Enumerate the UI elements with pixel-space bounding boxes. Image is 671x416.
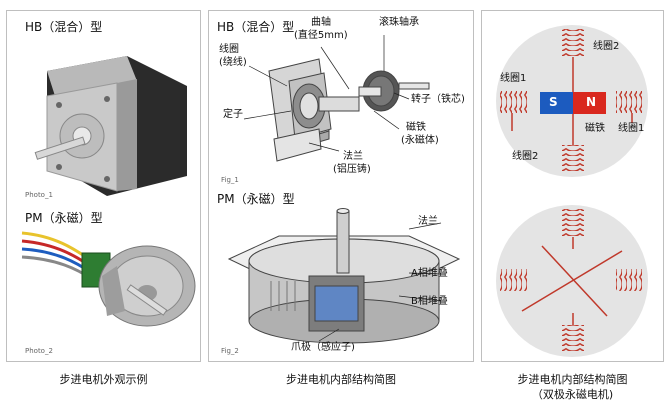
label-a-phase-stack: A相堆叠 [411, 268, 448, 279]
label-permanent-magnet: (永磁体) [401, 135, 439, 146]
hb-type-title-2: HB（混合）型 [217, 20, 295, 34]
label-pm-flange: 法兰 [418, 216, 438, 227]
magnet-north-pole: N [586, 95, 597, 109]
coil-bottom [562, 136, 584, 173]
label-flange-diecast: (铝压铸) [333, 164, 371, 175]
label-magnet-schematic: 磁铁 [585, 123, 605, 134]
caption-bipolar-line2: （双极永磁电机) [531, 388, 614, 401]
pm-cutaway-view [227, 208, 461, 344]
label-coil1-left: 线圈1 [500, 73, 527, 84]
fig2-label: Fig_2 [221, 347, 239, 355]
fig1-label: Fig_1 [221, 176, 239, 184]
pm-type-title: PM（永磁）型 [25, 211, 103, 225]
coil-top [562, 29, 584, 66]
pm-type-title-2: PM（永磁）型 [217, 192, 295, 206]
bar-magnet [540, 92, 606, 114]
coil-right [616, 91, 644, 113]
upper-schematic [496, 25, 648, 177]
motor-photos [21, 56, 196, 327]
caption-exterior: 步进电机外观示例 [59, 373, 148, 386]
label-shaft-diameter: (直径5mm) [294, 30, 348, 41]
label-b-phase-stack: B相堆叠 [411, 296, 448, 307]
coil-left [500, 91, 528, 113]
lower-schematic [496, 205, 648, 357]
panel-bipolar-schematic: 线圈2 线圈1 S N 磁铁 线圈1 线圈2 [481, 10, 664, 362]
label-coil: 线圈 [219, 44, 239, 55]
label-rotor: 转子（铁芯) [411, 94, 465, 105]
caption-internal-structure: 步进电机内部结构简图 [286, 373, 396, 386]
internal-structure-drawings [227, 35, 461, 344]
photo2-label: Photo_2 [25, 347, 53, 355]
label-magnet: 磁铁 [406, 122, 426, 133]
label-claw-pole: 爪极（感应子) [291, 342, 355, 353]
label-ball-bearing: 滚珠轴承 [379, 17, 419, 28]
label-coil2-bottom: 线圈2 [512, 151, 539, 162]
photo1-label: Photo_1 [25, 191, 53, 199]
panel-internal-structure: HB（混合）型 曲轴 (直径5mm) 滚珠轴承 线圈 (绕线) 转子（铁芯) 定… [208, 10, 474, 362]
pm-motor-photo [21, 231, 196, 327]
caption-bipolar-line1: 步进电机内部结构简图 [517, 373, 628, 386]
hb-motor-photo [34, 56, 187, 196]
label-coil1-right: 线圈1 [618, 123, 645, 134]
label-stator: 定子 [223, 109, 243, 120]
label-shaft: 曲轴 [311, 17, 331, 28]
label-coil2-top: 线圈2 [593, 41, 620, 52]
hb-type-title: HB（混合）型 [25, 20, 103, 34]
magnet-south-pole: S [549, 95, 558, 109]
label-flange: 法兰 [343, 151, 363, 162]
bipolar-schematic-drawing [496, 25, 648, 357]
hb-exploded-view [268, 58, 430, 162]
label-coil-winding: (绕线) [219, 57, 247, 68]
panel-exterior-examples: HB（混合）型 Photo_1 PM（永磁）型 Photo_2 [6, 10, 201, 362]
